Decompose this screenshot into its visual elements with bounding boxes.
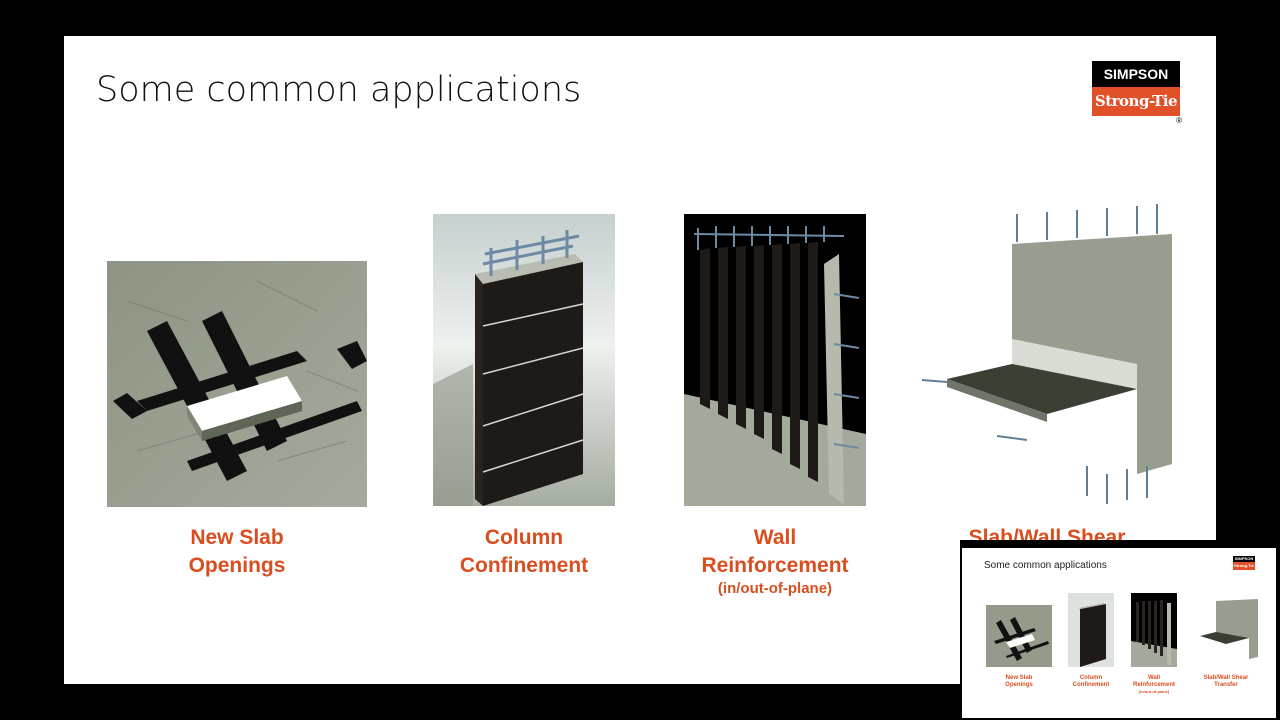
caption-line2: Transfer xyxy=(1214,682,1238,688)
slide-thumbnail[interactable]: Some common applications SIMPSON Strong-… xyxy=(960,540,1280,720)
thumbnail-caption-4: Slab/Wall Shear Transfer xyxy=(1191,675,1261,689)
slab-wall-shear-image xyxy=(917,204,1179,510)
wall-reinforcement-image xyxy=(684,214,866,506)
caption-line1: Wall xyxy=(753,526,797,549)
caption-sub: (in/out-of-plane) xyxy=(717,580,833,597)
caption-line1: New Slab xyxy=(190,526,284,549)
caption-line2: Confinement xyxy=(459,554,589,577)
caption-line1: Wall xyxy=(1147,675,1161,681)
thumbnail-wall-image xyxy=(1131,593,1177,667)
caption-column-confinement: Column Confinement xyxy=(394,524,654,580)
thumbnail-caption-2: Column Confinement xyxy=(1056,675,1126,689)
caption-line1: Slab/Wall Shear xyxy=(1203,675,1249,681)
caption-line1: Column xyxy=(1079,675,1103,681)
thumbnail-column-image xyxy=(1068,593,1114,667)
thumbnail-slab-opening-image xyxy=(986,605,1052,667)
caption-line2: Openings xyxy=(1005,682,1033,688)
slide-title: Some common applications xyxy=(96,70,582,110)
caption-line2: Reinforcement xyxy=(1132,682,1175,688)
thumbnail-logo-strongtie: Strong-Tie xyxy=(1233,562,1255,570)
logo-simpson-text: SIMPSON xyxy=(1092,61,1180,87)
presentation-slide: Some common applications SIMPSON Strong-… xyxy=(64,36,1216,684)
simpson-strong-tie-logo: SIMPSON Strong-Tie ® xyxy=(1092,61,1182,125)
caption-line1: New Slab xyxy=(1005,675,1033,681)
slab-opening-image xyxy=(107,261,367,507)
thumbnail-caption-3: Wall Reinforcement (in/out-of-plane) xyxy=(1119,675,1189,694)
thumbnail-caption-1: New Slab Openings xyxy=(984,675,1054,689)
caption-line2: Reinforcement xyxy=(701,554,849,577)
column-confinement-image xyxy=(433,214,615,506)
thumbnail-title: Some common applications xyxy=(984,560,1107,571)
caption-line2: Openings xyxy=(188,554,286,577)
thumbnail-slab-wall-image xyxy=(1192,591,1260,669)
caption-new-slab-openings: New Slab Openings xyxy=(107,524,367,580)
thumbnail-logo-simpson: SIMPSON xyxy=(1233,556,1255,562)
caption-line1: Column xyxy=(484,526,564,549)
registered-mark: ® xyxy=(1176,116,1182,125)
caption-line2: Confinement xyxy=(1072,682,1110,688)
logo-strongtie-text: Strong-Tie xyxy=(1092,87,1180,116)
caption-sub: (in/out-of-plane) xyxy=(1138,689,1170,694)
caption-wall-reinforcement: Wall Reinforcement (in/out-of-plane) xyxy=(645,524,905,598)
thumbnail-slide: Some common applications SIMPSON Strong-… xyxy=(962,548,1276,718)
